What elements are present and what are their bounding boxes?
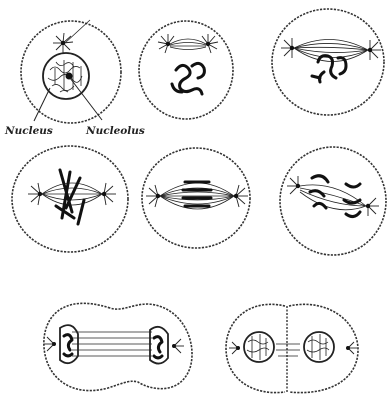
centrosome-aster-left <box>287 176 300 194</box>
cell-membrane <box>139 21 233 119</box>
nucleolus-label: Nucleolus <box>85 125 145 137</box>
spindle-fibers <box>300 185 366 210</box>
centrosome-aster-right <box>346 342 357 354</box>
chromosomes <box>56 170 84 224</box>
cell-membrane-left <box>226 304 285 392</box>
nucleolus <box>66 73 73 80</box>
daughter-nucleus-right <box>304 332 334 362</box>
nucleolus-pointer <box>70 78 102 120</box>
centrosome-aster-left <box>281 38 294 58</box>
nucleus-label: Nucleus <box>4 125 53 137</box>
stage-1-interphase: Nucleus Nucleolus <box>4 20 145 137</box>
stage-5-metaphase <box>142 148 250 248</box>
daughter-chromosomes-right <box>154 337 162 358</box>
forming-spindle <box>170 39 206 50</box>
centrosome-aster-left <box>28 183 42 205</box>
centrosome-aster-left <box>229 342 240 354</box>
centrosome-aster-right <box>368 40 381 60</box>
centrosome-aster <box>53 33 73 53</box>
cell-membrane <box>44 303 192 390</box>
centrosome-aster-right <box>366 198 379 216</box>
centrosome-aster-left <box>44 337 56 351</box>
centrosome-aster-right <box>172 339 184 353</box>
centrosome-aster-left <box>146 185 160 207</box>
stage-2-early-prophase <box>139 21 233 119</box>
stage-6-anaphase <box>280 147 386 255</box>
centrosome-pointer <box>65 20 90 43</box>
stage-3-late-prophase <box>272 9 384 115</box>
centrosome-aster-right <box>102 183 116 205</box>
cell-membrane <box>280 147 386 255</box>
interzonal-fibers <box>72 332 152 356</box>
stage-7-telophase <box>44 303 192 390</box>
daughter-chromatin-right <box>307 334 329 360</box>
midbody-fibers <box>276 344 300 356</box>
cell-membrane <box>272 9 384 115</box>
nucleus-pointer <box>34 88 50 121</box>
stage-8-cytokinesis <box>226 304 358 392</box>
centrosome-aster-right <box>234 185 248 207</box>
daughter-chromosomes-left <box>64 335 72 356</box>
metaphase-plate-chromosomes <box>183 182 211 206</box>
condensing-chromosomes <box>172 63 204 94</box>
stage-4-prometaphase <box>12 146 128 252</box>
daughter-chromatin-left <box>247 334 269 360</box>
daughter-nucleus-left <box>244 332 274 362</box>
